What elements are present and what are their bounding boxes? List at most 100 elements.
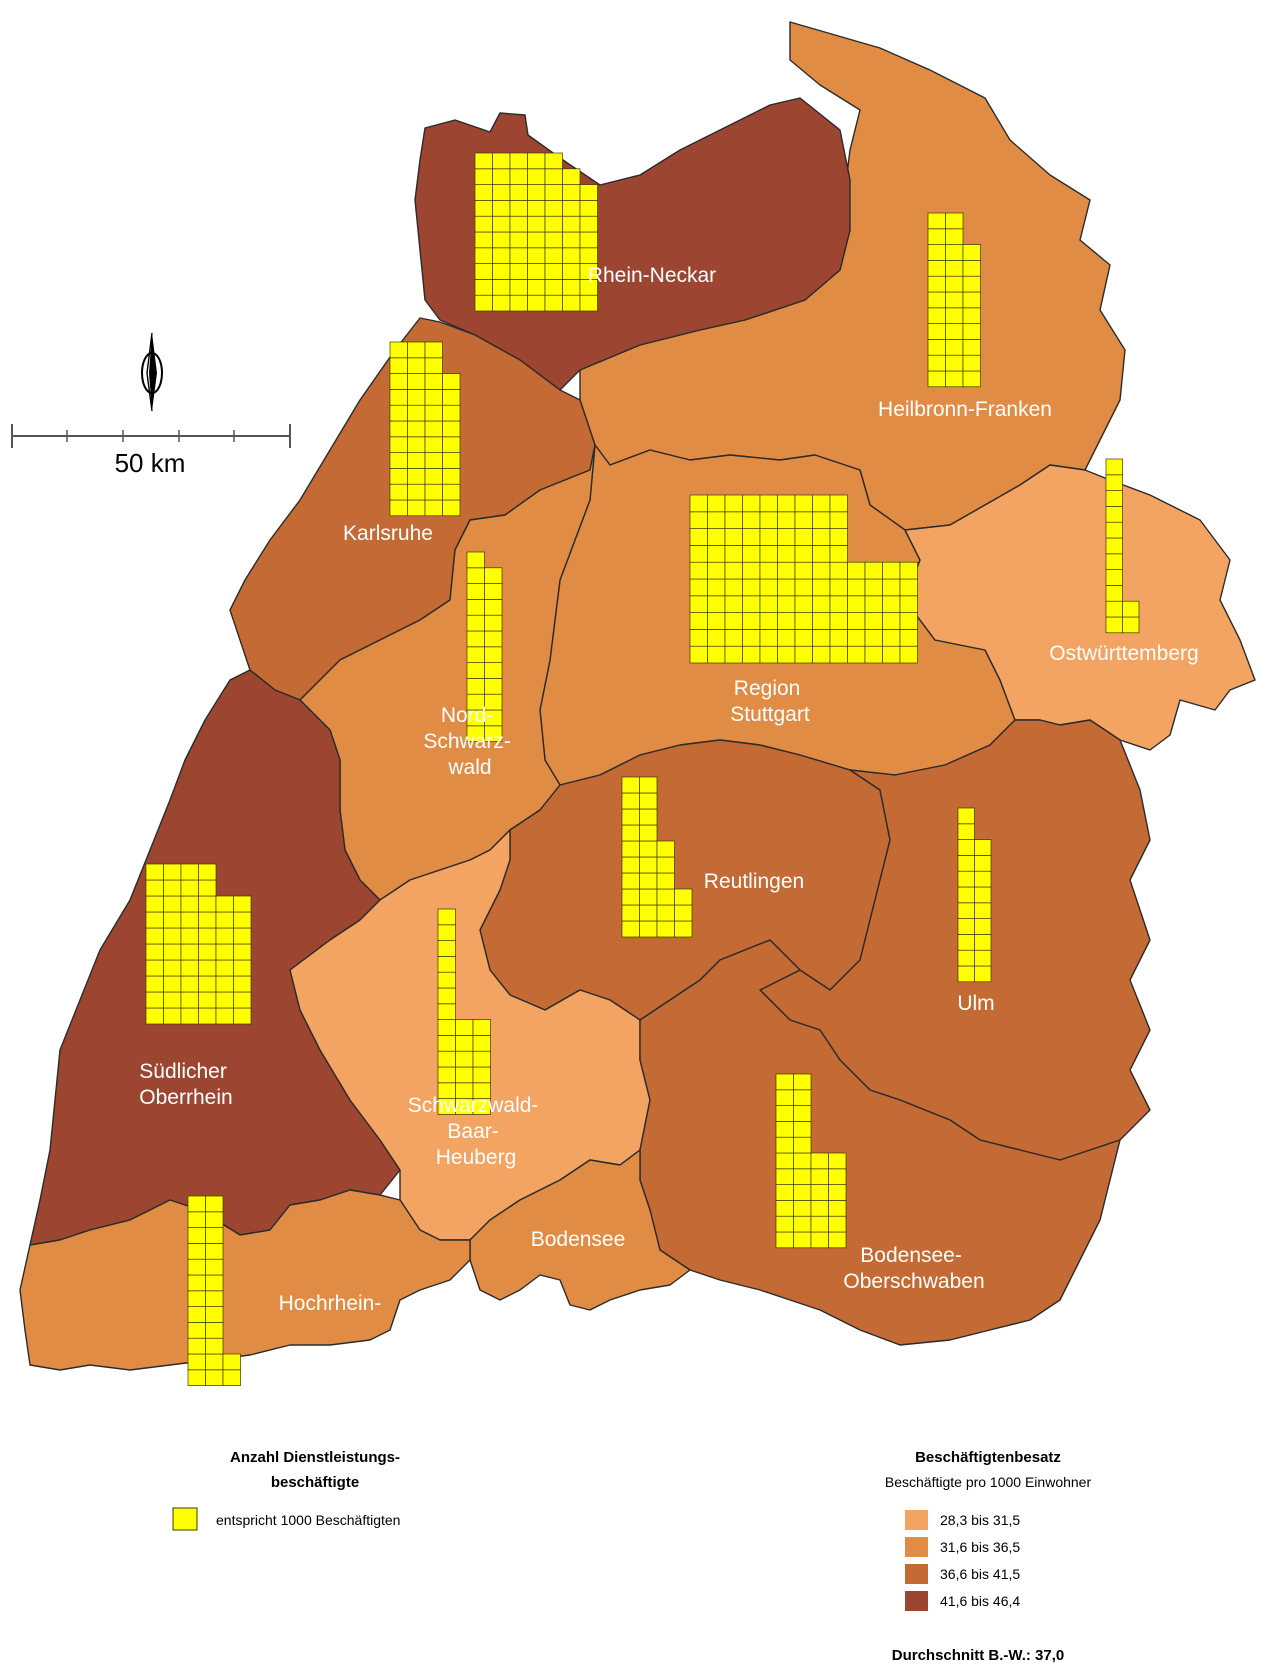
- symbol-square: [198, 927, 217, 945]
- symbol-square: [847, 595, 866, 613]
- legend-symbols: Anzahl Dienstleistungs- beschäftigte ent…: [172, 1449, 400, 1531]
- symbol-square: [689, 545, 708, 563]
- symbol-square: [579, 184, 598, 201]
- symbol-square: [957, 949, 975, 967]
- symbol-square: [187, 1243, 206, 1260]
- symbol-square: [724, 561, 743, 580]
- symbol-square: [442, 436, 461, 453]
- symbol-square: [1105, 616, 1123, 634]
- symbol-square: [689, 528, 708, 546]
- symbol-square: [927, 291, 946, 309]
- symbol-square: [945, 244, 964, 261]
- symbol-square: [424, 483, 443, 501]
- symbol-square: [544, 231, 563, 249]
- symbol-square: [180, 991, 199, 1009]
- symbol-square: [215, 895, 234, 913]
- symbol-square: [205, 1290, 224, 1307]
- symbol-square: [579, 231, 598, 249]
- symbol-square: [810, 1184, 829, 1201]
- region-bodensee: [469, 1149, 691, 1311]
- symbol-square: [974, 949, 992, 967]
- symbol-square: [793, 1152, 812, 1170]
- symbol-square: [437, 1035, 456, 1052]
- symbol-square: [759, 561, 778, 580]
- symbol-square: [794, 494, 813, 513]
- symbol-square: [180, 863, 199, 881]
- symbol-square: [775, 1215, 794, 1233]
- symbol-square: [437, 924, 456, 941]
- symbol-square: [145, 927, 164, 945]
- symbol-square: [562, 247, 581, 264]
- symbol-square: [847, 612, 866, 630]
- symbol-square: [145, 943, 164, 961]
- symbol-square: [484, 567, 503, 584]
- symbol-square: [389, 468, 408, 485]
- symbol-square: [145, 895, 164, 913]
- symbol-square: [812, 561, 831, 580]
- symbol-square: [974, 965, 992, 983]
- symbol-square: [882, 645, 901, 664]
- symbol-square: [544, 279, 563, 296]
- symbol-square: [812, 528, 831, 546]
- symbol-square: [407, 357, 426, 374]
- symbol-square: [424, 420, 443, 438]
- symbol-square: [492, 184, 511, 201]
- symbol-square: [466, 662, 485, 679]
- symbol-square: [899, 595, 918, 613]
- symbol-square: [509, 279, 528, 296]
- symbol-square: [509, 294, 528, 312]
- symbol-square: [927, 323, 946, 340]
- symbol-square: [437, 1050, 456, 1068]
- symbol-square: [527, 231, 546, 249]
- symbol-square: [707, 511, 726, 529]
- symbol-square: [962, 260, 981, 277]
- symbol-square: [621, 808, 640, 826]
- symbol-square: [180, 959, 199, 977]
- symbol-square: [509, 168, 528, 185]
- symbol-square: [793, 1215, 812, 1233]
- symbol-square: [775, 1184, 794, 1201]
- symbol-square: [759, 595, 778, 613]
- symbol-square: [215, 1007, 234, 1025]
- symbol-square: [724, 645, 743, 664]
- symbol-square: [812, 595, 831, 613]
- symbol-square: [205, 1195, 224, 1213]
- symbol-square: [742, 595, 761, 613]
- symbol-square: [187, 1306, 206, 1323]
- symbol-square: [864, 612, 883, 630]
- symbol-square: [145, 959, 164, 977]
- symbol-square: [215, 959, 234, 977]
- symbol-square: [759, 612, 778, 630]
- symbol-square: [163, 863, 182, 881]
- symbol-square: [847, 578, 866, 597]
- symbol-square: [389, 341, 408, 359]
- symbol-square: [707, 545, 726, 563]
- symbol-square: [437, 971, 456, 989]
- symbol-square: [829, 629, 848, 647]
- symbol-square: [864, 629, 883, 647]
- symbol-grid-ulm: [957, 807, 992, 983]
- symbol-square: [492, 279, 511, 296]
- symbol-square: [180, 879, 199, 897]
- symbol-square: [442, 373, 461, 390]
- symbol-square: [777, 629, 796, 647]
- legend-symbols-item: entspricht 1000 Beschäftigten: [216, 1512, 400, 1528]
- symbol-square: [974, 855, 992, 872]
- symbol-square: [442, 452, 461, 469]
- symbol-square: [621, 840, 640, 858]
- symbol-square: [927, 354, 946, 372]
- symbol-square: [455, 1050, 474, 1068]
- symbol-square: [145, 879, 164, 897]
- legend-class-swatch: [905, 1564, 928, 1584]
- symbol-square: [198, 863, 217, 881]
- symbol-square: [974, 839, 992, 856]
- symbol-square: [389, 420, 408, 438]
- legend-class-label: 36,6 bis 41,5: [940, 1566, 1020, 1582]
- symbol-square: [466, 551, 485, 569]
- symbol-square: [198, 911, 217, 929]
- symbol-square: [509, 263, 528, 280]
- symbol-square: [233, 991, 252, 1009]
- symbol-square: [180, 1007, 199, 1025]
- symbol-square: [621, 872, 640, 890]
